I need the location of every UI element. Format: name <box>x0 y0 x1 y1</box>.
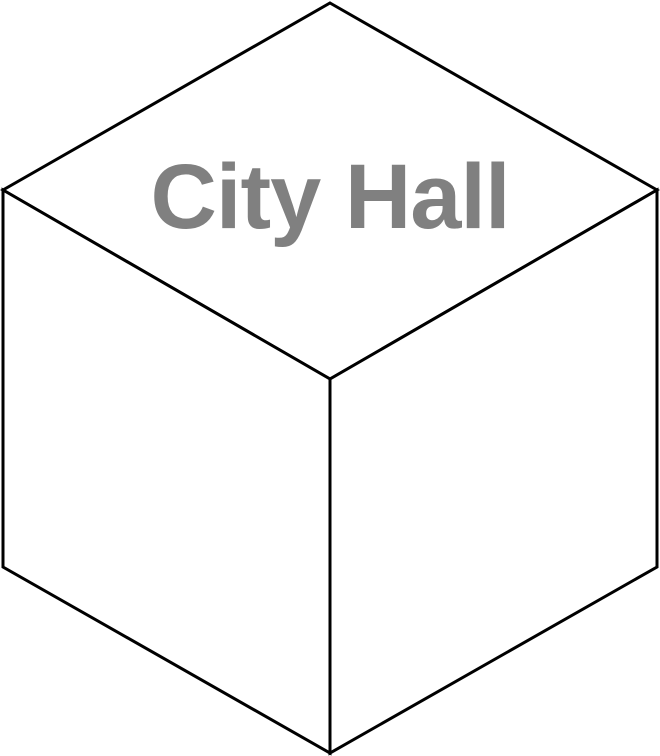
cube-right-face <box>328 187 659 756</box>
cube-label: City Hall <box>150 146 509 248</box>
